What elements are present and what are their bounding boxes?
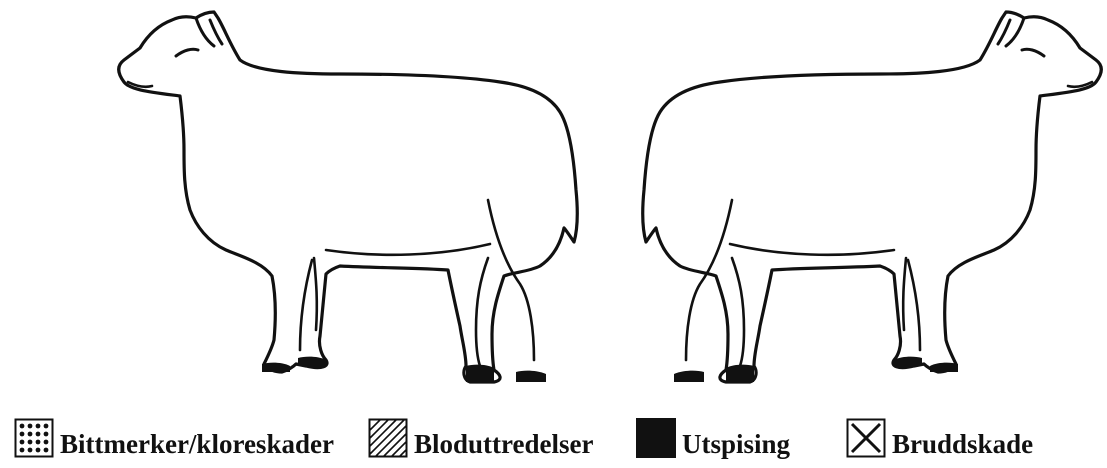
solid-fill-icon: [636, 418, 676, 458]
legend: Bittmerker/kloreskader Bloduttredelser U…: [0, 410, 1107, 468]
sheep-left-side: [119, 12, 578, 382]
hatched-pattern-icon: [368, 418, 408, 458]
dotted-pattern-icon: [14, 418, 54, 458]
legend-item-eaten: Utspising: [636, 416, 790, 460]
legend-item-fracture: Bruddskade: [846, 416, 1033, 460]
sheep-right-side: [643, 12, 1102, 382]
sheep-diagram: [0, 0, 1107, 400]
legend-item-bleed: Bloduttredelser: [368, 416, 593, 460]
cross-box-icon: [846, 418, 886, 458]
legend-label-bleed: Bloduttredelser: [414, 419, 593, 458]
legend-item-bite: Bittmerker/kloreskader: [14, 416, 334, 460]
legend-label-bite: Bittmerker/kloreskader: [60, 419, 334, 458]
legend-label-fracture: Bruddskade: [892, 419, 1033, 458]
legend-label-eaten: Utspising: [682, 419, 790, 458]
